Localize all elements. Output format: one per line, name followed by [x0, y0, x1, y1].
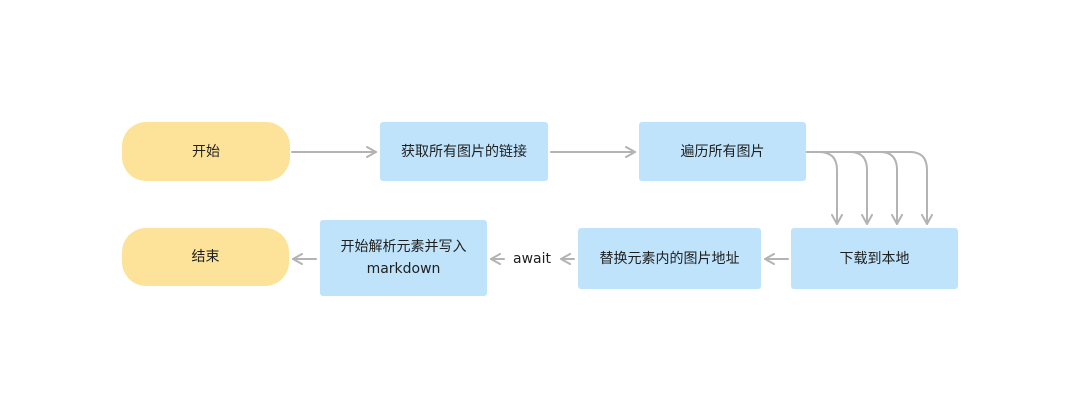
end-node: 结束 [122, 228, 289, 286]
download-label: 下载到本地 [839, 250, 910, 267]
parse-write-label-line1: 开始解析元素并写入 [340, 239, 467, 255]
get-links-node: 获取所有图片的链接 [380, 122, 548, 181]
arrow-iterate-to-download-4 [806, 151, 933, 225]
parse-write-node: 开始解析元素并写入 markdown [320, 220, 487, 296]
replace-node: 替换元素内的图片地址 [578, 228, 761, 289]
start-node: 开始 [122, 122, 290, 181]
iterate-label: 遍历所有图片 [680, 143, 765, 160]
arrow-iterate-to-download-2 [806, 151, 873, 225]
download-node: 下载到本地 [791, 228, 958, 289]
await-label: await [513, 251, 551, 267]
parse-write-label-line2: markdown [366, 261, 441, 277]
replace-label: 替换元素内的图片地址 [599, 250, 740, 267]
iterate-node: 遍历所有图片 [639, 122, 806, 181]
arrow-iterate-to-download-3 [806, 151, 903, 225]
end-label: 结束 [191, 249, 220, 265]
get-links-label: 获取所有图片的链接 [401, 143, 527, 160]
start-label: 开始 [192, 143, 220, 160]
arrow-iterate-to-download-1 [806, 151, 843, 225]
